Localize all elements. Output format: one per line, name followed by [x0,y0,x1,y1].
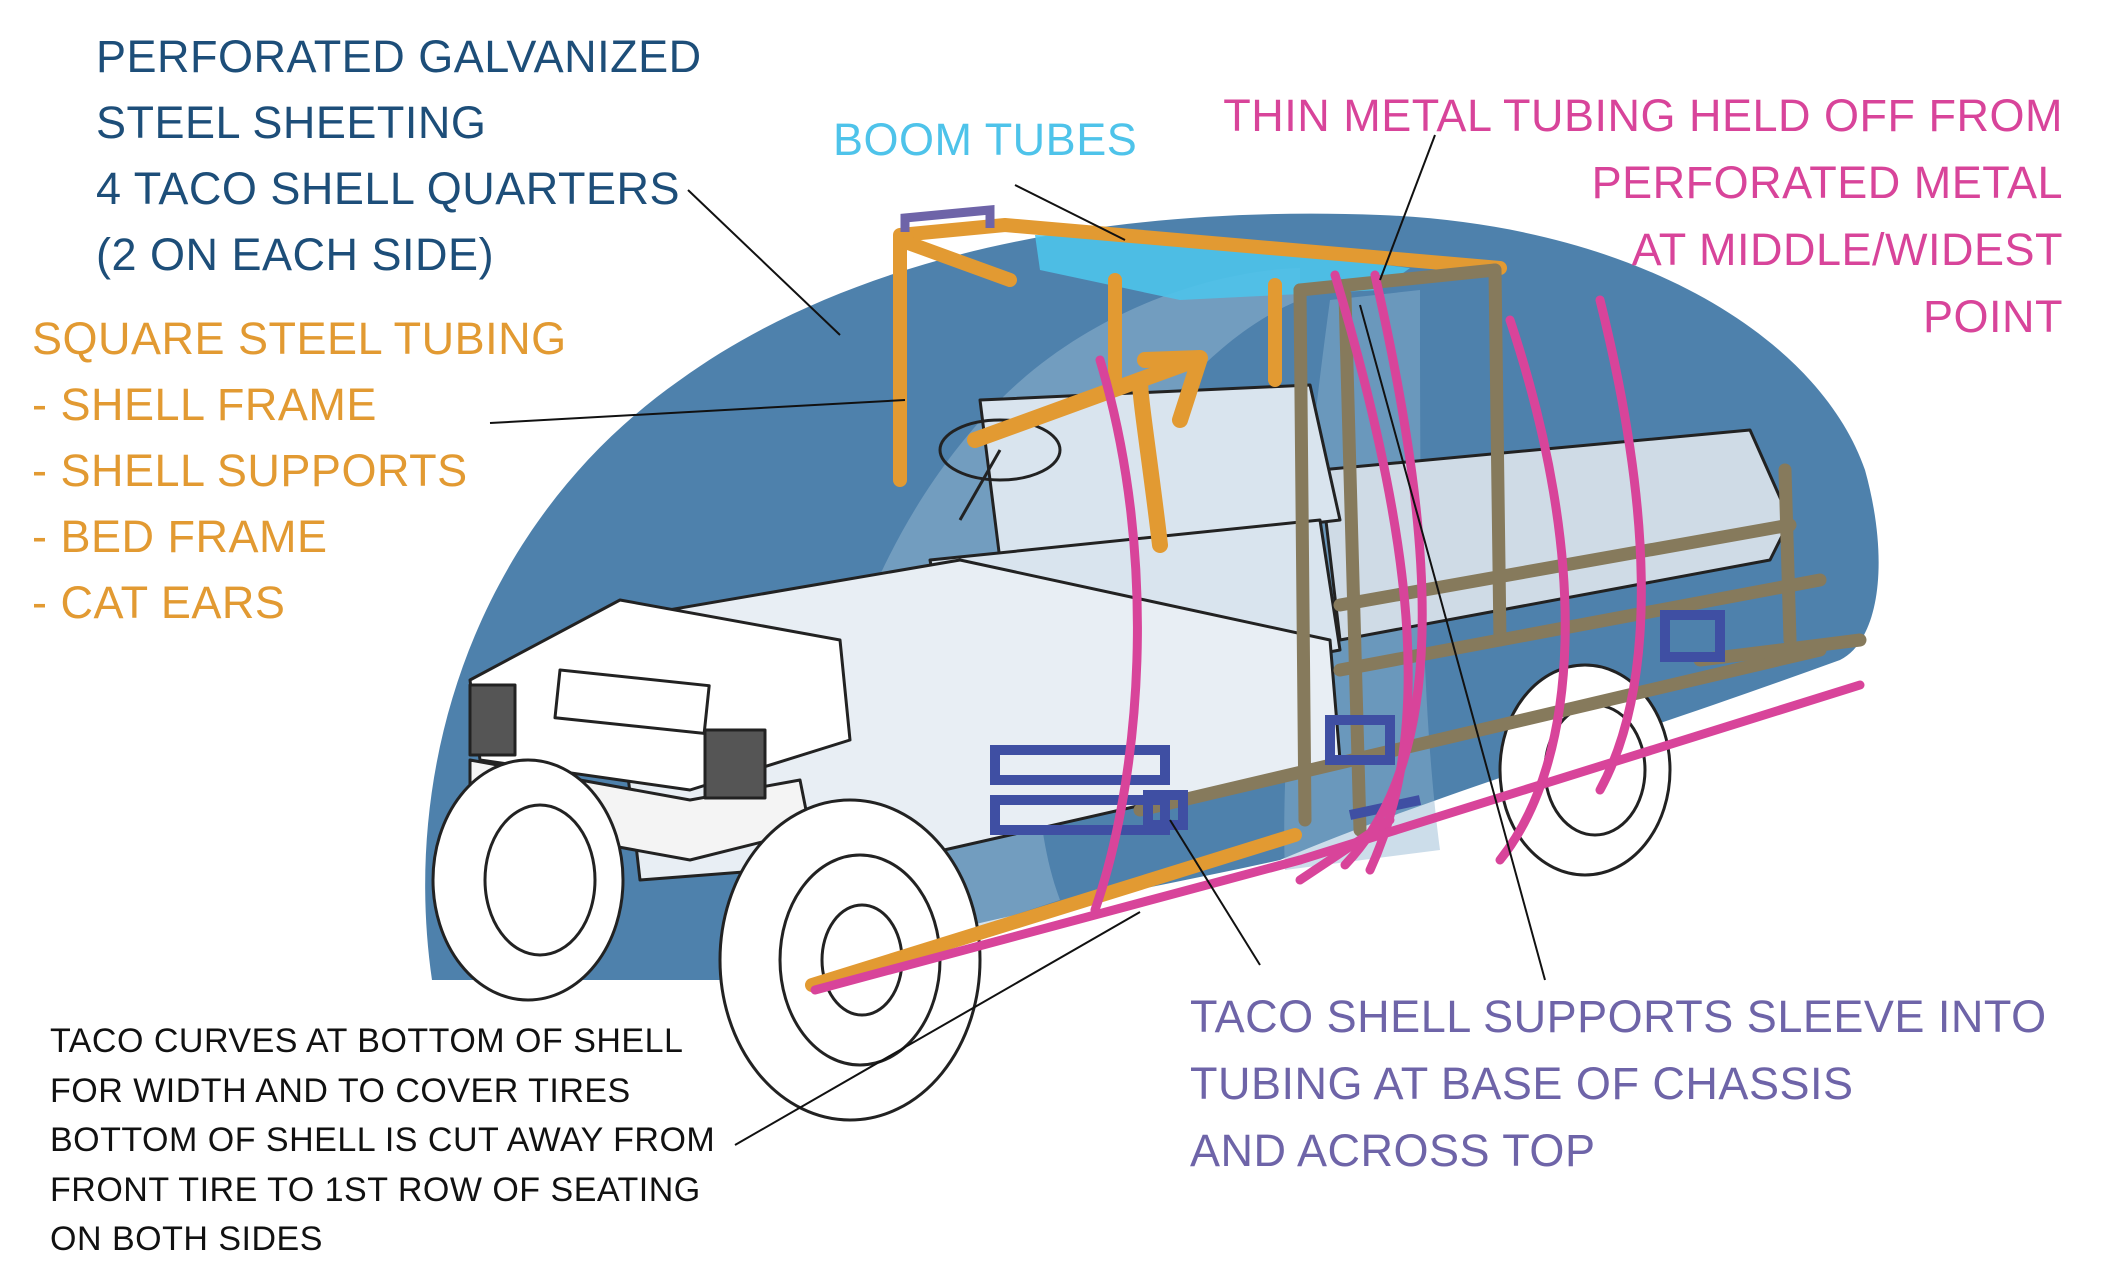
square-steel-tubing [805,218,1507,992]
label-thin-tubing-line-2: PERFORATED METAL [1591,157,2063,208]
label-square-tubing-line-1: SQUARE STEEL TUBING [32,313,567,364]
label-shell-supports-line-3: AND ACROSS TOP [1190,1125,1596,1176]
label-square-tubing-line-5: - CAT EARS [32,577,286,628]
label-shell-supports-line-2: TUBING AT BASE OF CHASSIS [1190,1058,1854,1109]
label-shell-supports: TACO SHELL SUPPORTS SLEEVE INTO TUBING A… [1190,983,2047,1184]
label-steel-sheeting-line-2: STEEL SHEETING [96,97,487,148]
label-taco-curves-line-3: BOTTOM OF SHELL IS CUT AWAY FROM [50,1121,716,1159]
label-taco-curves: TACO CURVES AT BOTTOM OF SHELL FOR WIDTH… [50,1017,715,1265]
curved-arrow-icon [967,350,1208,553]
label-steel-sheeting-line-3: 4 TACO SHELL QUARTERS [96,163,681,214]
label-steel-sheeting-line-1: PERFORATED GALVANIZED [96,31,702,82]
thin-metal-tubing [810,270,1865,995]
leader-lines [489,134,1546,1146]
label-square-tubing-line-2: - SHELL FRAME [32,379,377,430]
label-taco-curves-line-5: ON BOTH SIDES [50,1220,323,1258]
label-shell-supports-line-1: TACO SHELL SUPPORTS SLEEVE INTO [1190,991,2047,1042]
label-thin-tubing-line-1: THIN METAL TUBING HELD OFF FROM [1223,90,2063,141]
label-taco-curves-line-2: FOR WIDTH AND TO COVER TIRES [50,1071,631,1110]
label-steel-sheeting: PERFORATED GALVANIZED STEEL SHEETING 4 T… [96,24,702,288]
label-thin-tubing-line-4: POINT [1922,291,2063,342]
label-taco-curves-line-1: TACO CURVES AT BOTTOM OF SHELL [50,1022,684,1060]
label-square-steel-tubing: SQUARE STEEL TUBING - SHELL FRAME - SHEL… [32,306,567,636]
label-square-tubing-line-4: - BED FRAME [32,511,328,562]
label-thin-tubing-line-3: AT MIDDLE/WIDEST [1631,224,2063,275]
navy-sleeves [990,610,1725,835]
label-boom-tubes-line-1: BOOM TUBES [833,114,1138,165]
cat-ears [900,205,995,232]
label-taco-curves-line-4: FRONT TIRE TO 1ST ROW OF SEATING [50,1170,701,1209]
label-steel-sheeting-line-4: (2 ON EACH SIDE) [96,229,495,280]
label-thin-metal-tubing: THIN METAL TUBING HELD OFF FROM PERFORAT… [1223,82,2063,350]
label-boom-tubes: BOOM TUBES [833,112,1137,168]
label-square-tubing-line-3: - SHELL SUPPORTS [32,445,468,496]
